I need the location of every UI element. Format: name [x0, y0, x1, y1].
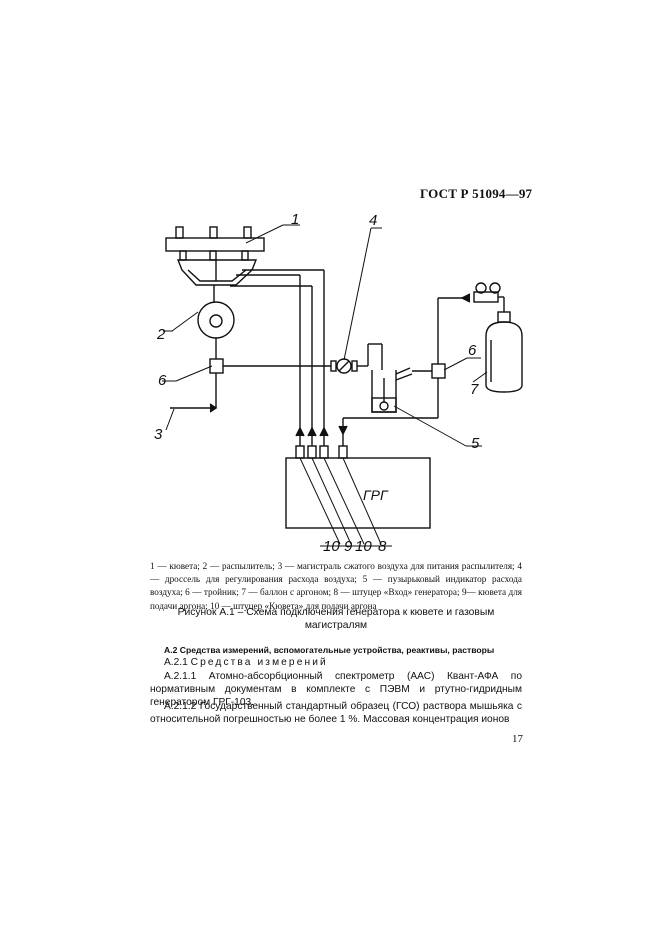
generator-label: ГРГ — [363, 487, 389, 503]
label-9: 9 — [344, 538, 353, 555]
page-number: 17 — [512, 733, 523, 745]
label-1: 1 — [291, 211, 299, 228]
subsection-heading: А.2.1 Средства измерений — [150, 656, 522, 669]
subsection-number: А.2.1 — [164, 657, 188, 668]
argon-cylinder — [485, 311, 523, 393]
figure-caption: Рисунок А.1 – Схема подключения генерато… — [150, 606, 522, 632]
label-3: 3 — [154, 426, 163, 443]
figure-legend: 1 — кювета; 2 — распылитель; 3 — магистр… — [150, 561, 522, 611]
label-4: 4 — [369, 212, 377, 229]
label-2: 2 — [156, 326, 166, 343]
label-10-b: 10 — [355, 538, 372, 555]
cuvette — [165, 226, 265, 286]
label-6-right: 6 — [468, 342, 477, 359]
label-10-a: 10 — [323, 538, 340, 555]
caption-line-1: Рисунок А.1 – Схема подключения генерато… — [177, 607, 495, 618]
throttle — [330, 343, 383, 374]
paragraph-a212-text: А.2.1.2 Государственный стандартный обра… — [150, 701, 522, 725]
subsection-title: Средства измерений — [190, 657, 328, 668]
document-code: ГОСТ Р 51094—97 — [420, 186, 533, 201]
caption-line-2: магистралям — [304, 620, 368, 631]
label-8: 8 — [378, 538, 387, 555]
label-5: 5 — [471, 435, 480, 452]
paragraph-a211-text: А.2.1.1 Атомно-абсорбционный спектрометр… — [150, 671, 522, 708]
connection-diagram: 1 2 3 4 5 6 6 7 10 9 10 8 ГРГ — [154, 211, 523, 555]
label-7: 7 — [470, 381, 479, 398]
label-6-left: 6 — [158, 372, 167, 389]
sprayer — [197, 285, 235, 359]
section-heading: А.2 Средства измерений, вспомогательные … — [164, 645, 495, 655]
tee-left — [209, 358, 331, 408]
paragraph-a212: А.2.1.2 Государственный стандартный обра… — [150, 700, 522, 726]
bubble-indicator — [371, 367, 432, 413]
generator-box — [285, 457, 431, 529]
paragraph-a211: А.2.1.1 Атомно-абсорбционный спектрометр… — [150, 670, 522, 709]
tee-right — [342, 297, 470, 430]
